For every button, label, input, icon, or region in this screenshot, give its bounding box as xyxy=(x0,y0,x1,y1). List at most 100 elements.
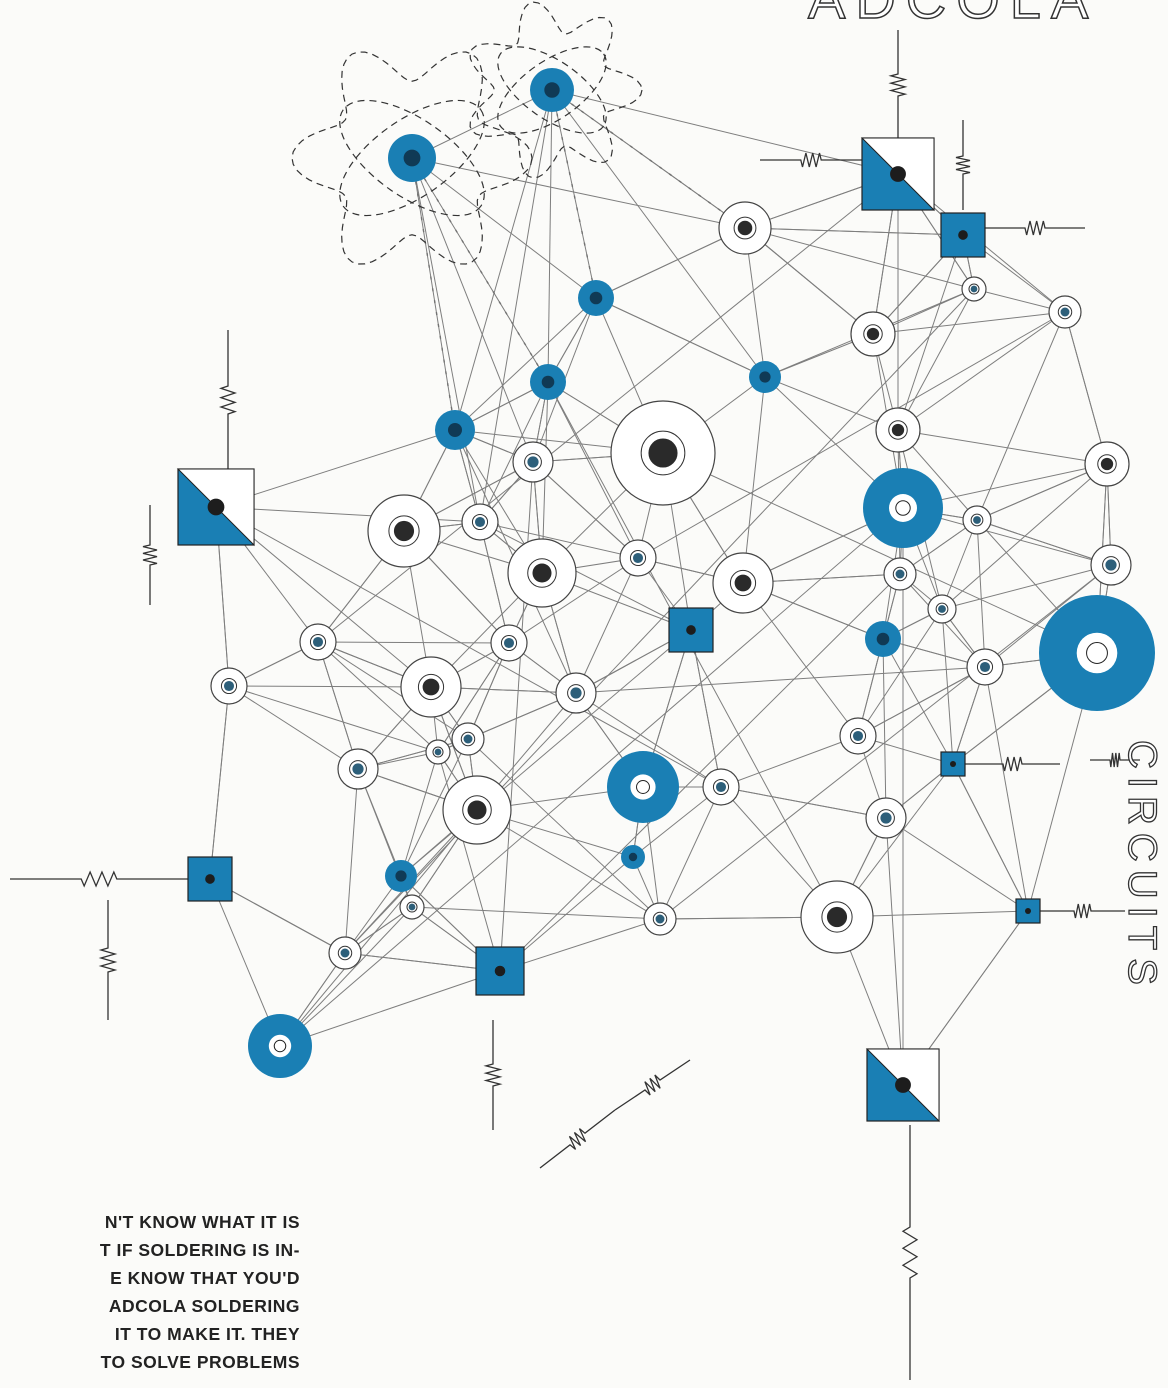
side-word: CIRCUITS xyxy=(1120,740,1164,994)
wire xyxy=(575,666,986,694)
resistor xyxy=(965,756,1060,772)
wire xyxy=(317,641,469,740)
circuit-node xyxy=(442,775,512,845)
wire xyxy=(467,738,661,920)
circuit-node xyxy=(718,201,772,255)
wire xyxy=(976,519,986,668)
wire xyxy=(228,685,432,688)
resistor xyxy=(760,152,862,168)
circuit-node xyxy=(425,739,451,765)
wire xyxy=(508,557,639,644)
circuit-chip xyxy=(187,856,233,902)
wire xyxy=(215,429,456,508)
circuit-node xyxy=(1048,295,1082,329)
circuit-chip xyxy=(860,137,935,212)
circuit-node xyxy=(749,361,781,393)
circuit-node xyxy=(461,503,499,541)
circuit-node xyxy=(388,134,436,182)
orbit xyxy=(339,99,485,217)
circuit-node xyxy=(927,594,957,624)
circuit-node xyxy=(1039,595,1155,711)
wire xyxy=(690,629,722,788)
wire xyxy=(551,89,746,229)
wire xyxy=(976,463,1108,521)
wire xyxy=(479,381,549,523)
body-line: TO SOLVE PROBLEMS xyxy=(100,1352,300,1372)
wire xyxy=(952,763,1029,912)
body-line: N'T KNOW WHAT IT IS xyxy=(104,1212,300,1232)
wire xyxy=(209,685,230,880)
atom-outline xyxy=(469,1,643,179)
resistor xyxy=(142,505,158,605)
wire xyxy=(400,738,469,877)
wire xyxy=(532,461,639,559)
brand-word: ADCOLA xyxy=(807,0,1098,31)
wire xyxy=(720,735,859,788)
wire xyxy=(400,629,692,877)
wire xyxy=(411,157,481,523)
circuit-node xyxy=(863,468,943,548)
circuit-node xyxy=(367,494,441,568)
circuit-node xyxy=(607,751,679,823)
wire xyxy=(228,685,359,770)
wire xyxy=(941,463,1108,610)
circuit-node xyxy=(619,539,657,577)
wire xyxy=(499,573,901,972)
wire xyxy=(637,311,1066,559)
wire xyxy=(744,227,964,236)
circuit-node xyxy=(865,621,901,657)
resistor xyxy=(98,900,118,1020)
circuit-chip xyxy=(475,946,525,996)
wire xyxy=(976,519,1112,566)
circuit-node xyxy=(578,280,614,316)
body-line: T IF SOLDERING IS IN- xyxy=(99,1240,300,1260)
resistor xyxy=(955,120,971,210)
wire xyxy=(344,952,501,972)
wire xyxy=(411,906,661,920)
wire xyxy=(215,506,481,523)
circuit-node xyxy=(248,1014,312,1078)
wire xyxy=(882,638,954,765)
circuit-node xyxy=(839,717,877,755)
orbit xyxy=(497,46,607,134)
circuit-node xyxy=(400,656,462,718)
wire xyxy=(228,685,439,753)
resistor xyxy=(985,220,1085,236)
wire xyxy=(317,641,359,770)
wire xyxy=(437,642,510,753)
wire xyxy=(411,157,456,431)
wire xyxy=(317,641,510,644)
wire xyxy=(547,89,553,383)
wire xyxy=(976,311,1066,521)
wire xyxy=(941,519,978,610)
circuit-chip xyxy=(865,1048,940,1123)
circuit-node xyxy=(962,505,992,535)
circuit-node xyxy=(337,748,379,790)
wire xyxy=(595,297,766,378)
wire xyxy=(411,157,534,463)
wire xyxy=(279,809,478,1047)
circuit-node xyxy=(555,672,597,714)
wire xyxy=(662,452,1098,654)
circuit-node xyxy=(328,936,362,970)
circuit-node xyxy=(507,538,577,608)
circuit-node xyxy=(490,624,528,662)
wire xyxy=(437,751,501,972)
wire xyxy=(882,638,887,819)
resistor xyxy=(483,1020,503,1130)
wire xyxy=(479,521,692,631)
wire xyxy=(411,157,549,383)
wire xyxy=(984,666,1029,912)
wire xyxy=(279,970,501,1047)
wire xyxy=(479,89,553,523)
wire xyxy=(411,157,597,299)
wire xyxy=(575,557,639,694)
wire xyxy=(857,666,986,737)
circuit-node xyxy=(800,880,874,954)
wire xyxy=(344,288,975,954)
wire xyxy=(547,381,639,559)
body-line: IT TO MAKE IT. THEY xyxy=(114,1324,300,1344)
wire xyxy=(479,521,510,644)
wire xyxy=(872,311,1066,335)
